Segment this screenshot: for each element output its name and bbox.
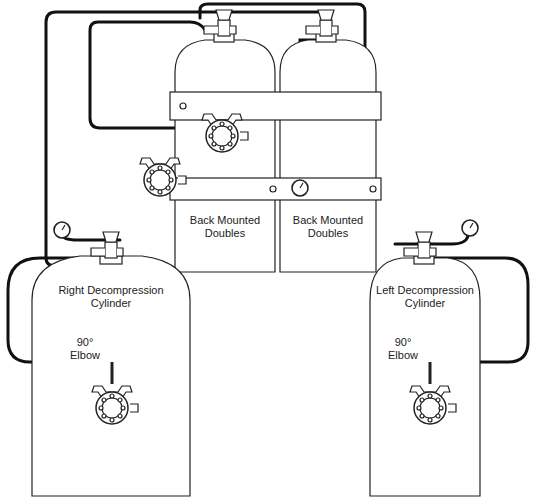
cylinder-label-box: Right Decompression Cylinder [41, 284, 181, 310]
cylinder-label: Right Decompression Cylinder [41, 284, 181, 310]
part-label: 90° Elbow [381, 336, 425, 361]
cylinder-label: Left Decompression Cylinder [375, 284, 475, 310]
cylinder-label-box: Back Mounted Doubles [284, 214, 372, 240]
part-label: 90° Elbow [63, 336, 107, 361]
cylinder-label-box: Back Mounted Doubles [180, 214, 270, 240]
cylinder-label: Back Mounted Doubles [180, 214, 270, 240]
cylinder-label: Back Mounted Doubles [284, 214, 372, 240]
cylinder-label-box: Left Decompression Cylinder [375, 284, 475, 310]
